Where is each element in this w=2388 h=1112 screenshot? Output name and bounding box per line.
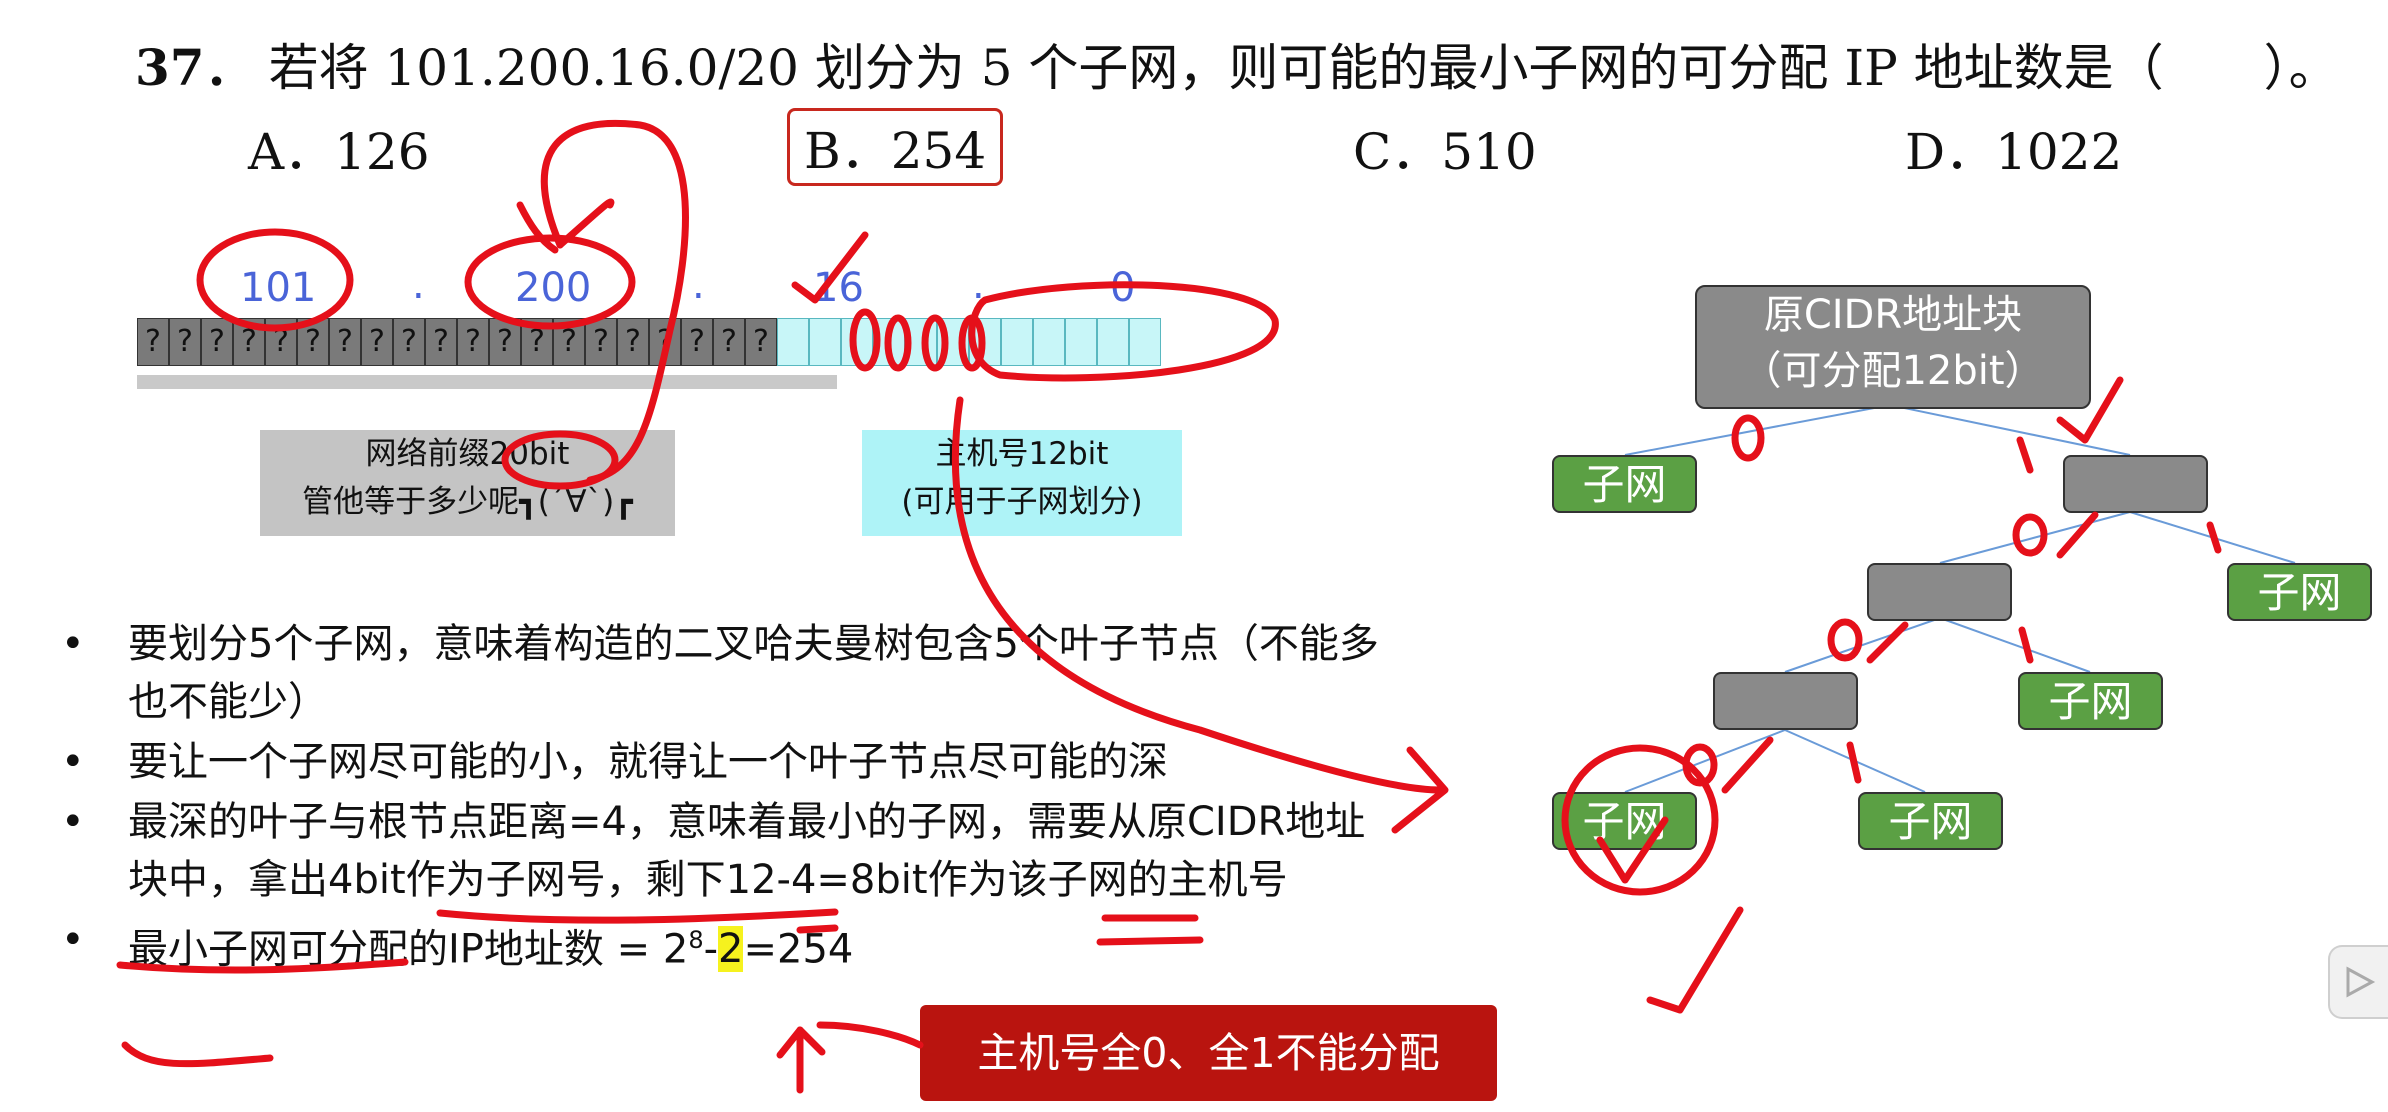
network-bit: ? [393,318,425,366]
host-bit [1097,318,1129,366]
question-text: 若将 101.200.16.0/20 划分为 5 个子网，则可能的最小子网的可分… [268,39,2339,97]
network-bit: ? [649,318,681,366]
octet-separator: . [692,262,705,308]
octet-2: 200 [515,265,592,311]
subnet-bit [777,318,809,366]
host-bit [937,318,969,366]
subnet-bit [841,318,873,366]
network-bit: ? [585,318,617,366]
tree-leaf-subnet: 子网 [1552,455,1697,513]
tree-root-line1: 原CIDR地址块 [1763,292,2023,338]
explanation-list: •要划分5个子网，意味着构造的二叉哈夫曼树包含5个叶子节点（不能多也不能少） •… [55,615,1385,980]
tree-internal-node [2063,455,2208,513]
callout-box: 主机号全0、全1不能分配 [920,1005,1497,1101]
bullet-item: •最小子网可分配的IP地址数 = 28-2=254 [55,911,1385,978]
network-bit: ? [137,318,169,366]
network-bit: ? [457,318,489,366]
network-prefix-label: 网络前缀20bit 管他等于多少呢┓(´∀`)┏ [260,430,675,536]
video-play-control[interactable] [2328,945,2388,1019]
host-number-label: 主机号12bit (可用于子网划分) [862,430,1182,536]
network-bit: ? [297,318,329,366]
host-number-label-line1: 主机号12bit [935,436,1109,472]
question-line: 37．若将 101.200.16.0/20 划分为 5 个子网，则可能的最小子网… [135,28,2339,100]
bullet-text: 要划分5个子网，意味着构造的二叉哈夫曼树包含5个叶子节点（不能多也不能少） [128,621,1379,725]
host-bit [905,318,937,366]
host-bit [1033,318,1065,366]
network-bit: ? [233,318,265,366]
network-bit: ? [169,318,201,366]
subnet-bit [873,318,905,366]
octet-separator: . [972,262,985,308]
tree-root-node: 原CIDR地址块 （可分配12bit） [1695,285,2091,409]
octet-3: 16 [813,265,864,311]
network-prefix-label-line2: 管他等于多少呢┓(´∀`)┏ [302,484,633,520]
subnet-bit [809,318,841,366]
network-bit: ? [329,318,361,366]
option-b-selected: B．254 [787,108,1004,186]
octet-4: 0 [1110,265,1136,311]
tree-leaf-subnet: 子网 [1858,792,2003,850]
tree-internal-node [1713,672,1858,730]
host-bit [1065,318,1097,366]
bullet-text: 最深的叶子与根节点距离=4，意味着最小的子网，需要从原CIDR地址块中，拿出4b… [128,799,1366,903]
bullet-item: •最深的叶子与根节点距离=4，意味着最小的子网，需要从原CIDR地址块中，拿出4… [55,793,1385,909]
network-bit: ? [521,318,553,366]
bullet-text: 要让一个子网尽可能的小，就得让一个叶子节点尽可能的深 [128,739,1168,785]
question-number: 37． [135,38,255,97]
octet-1: 101 [240,265,317,311]
host-bit [1129,318,1161,366]
network-bit: ? [361,318,393,366]
octet-separator: . [412,262,425,308]
tree-leaf-subnet: 子网 [1552,792,1697,850]
network-bit: ? [201,318,233,366]
play-icon [2346,966,2376,998]
network-bit: ? [617,318,649,366]
network-bit: ? [265,318,297,366]
host-number-label-line2: (可用于子网划分) [901,484,1143,520]
bullet-text-formula: 最小子网可分配的IP地址数 = 28-2=254 [128,926,854,973]
address-bit-row: ???????????????????? [137,318,1161,368]
network-prefix-label-line1: 网络前缀20bit [365,436,570,472]
network-bit: ? [681,318,713,366]
bullet-item: •要让一个子网尽可能的小，就得让一个叶子节点尽可能的深 [55,733,1385,791]
host-bit [1001,318,1033,366]
network-bit: ? [425,318,457,366]
host-bit [969,318,1001,366]
network-bit: ? [489,318,521,366]
network-bit: ? [745,318,777,366]
network-bit: ? [553,318,585,366]
tree-leaf-subnet: 子网 [2227,563,2372,621]
option-d: D．1022 [1905,123,2123,181]
network-prefix-bar [137,375,837,389]
bullet-item: •要划分5个子网，意味着构造的二叉哈夫曼树包含5个叶子节点（不能多也不能少） [55,615,1385,731]
option-c: C．510 [1353,123,1537,181]
network-bit: ? [713,318,745,366]
tree-root-line2: （可分配12bit） [1741,348,2045,394]
tree-internal-node [1867,563,2012,621]
highlighted-two: 2 [718,926,744,973]
option-a: A．126 [248,123,430,181]
tree-leaf-subnet: 子网 [2018,672,2163,730]
